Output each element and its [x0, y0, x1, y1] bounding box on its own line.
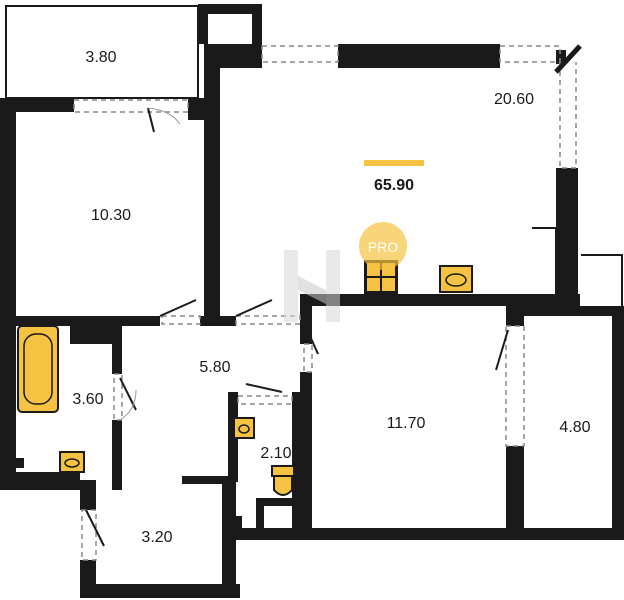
toilet-icon	[271, 465, 295, 496]
room-area-living-room: 20.60	[494, 91, 534, 108]
room-area-balcony-top: 3.80	[85, 49, 116, 66]
room-area-bathroom: 3.60	[72, 391, 103, 408]
window-corner	[554, 44, 582, 74]
room-area-entry: 3.20	[141, 529, 172, 546]
room-area-hallway: 5.80	[199, 359, 230, 376]
room-area-bedroom: 10.30	[91, 207, 131, 224]
room-area-balcony-right: 4.80	[559, 419, 590, 436]
bath-sink-icon	[59, 451, 85, 473]
total-area-accent-bar	[364, 160, 424, 166]
total-area-label: 65.90	[374, 177, 414, 194]
toilet-sink-icon	[233, 417, 255, 439]
kitchen-sink-icon	[439, 265, 473, 293]
doors	[85, 107, 509, 547]
bathtub-icon	[17, 325, 59, 413]
room-area-bedroom-2: 11.70	[387, 415, 426, 432]
windows	[73, 45, 577, 561]
room-area-toilet: 2.10	[260, 445, 291, 462]
walls	[0, 4, 624, 598]
pro-badge-text: PRO	[368, 239, 398, 255]
watermark-logo	[284, 250, 340, 322]
pro-badge: PRO	[359, 222, 407, 270]
